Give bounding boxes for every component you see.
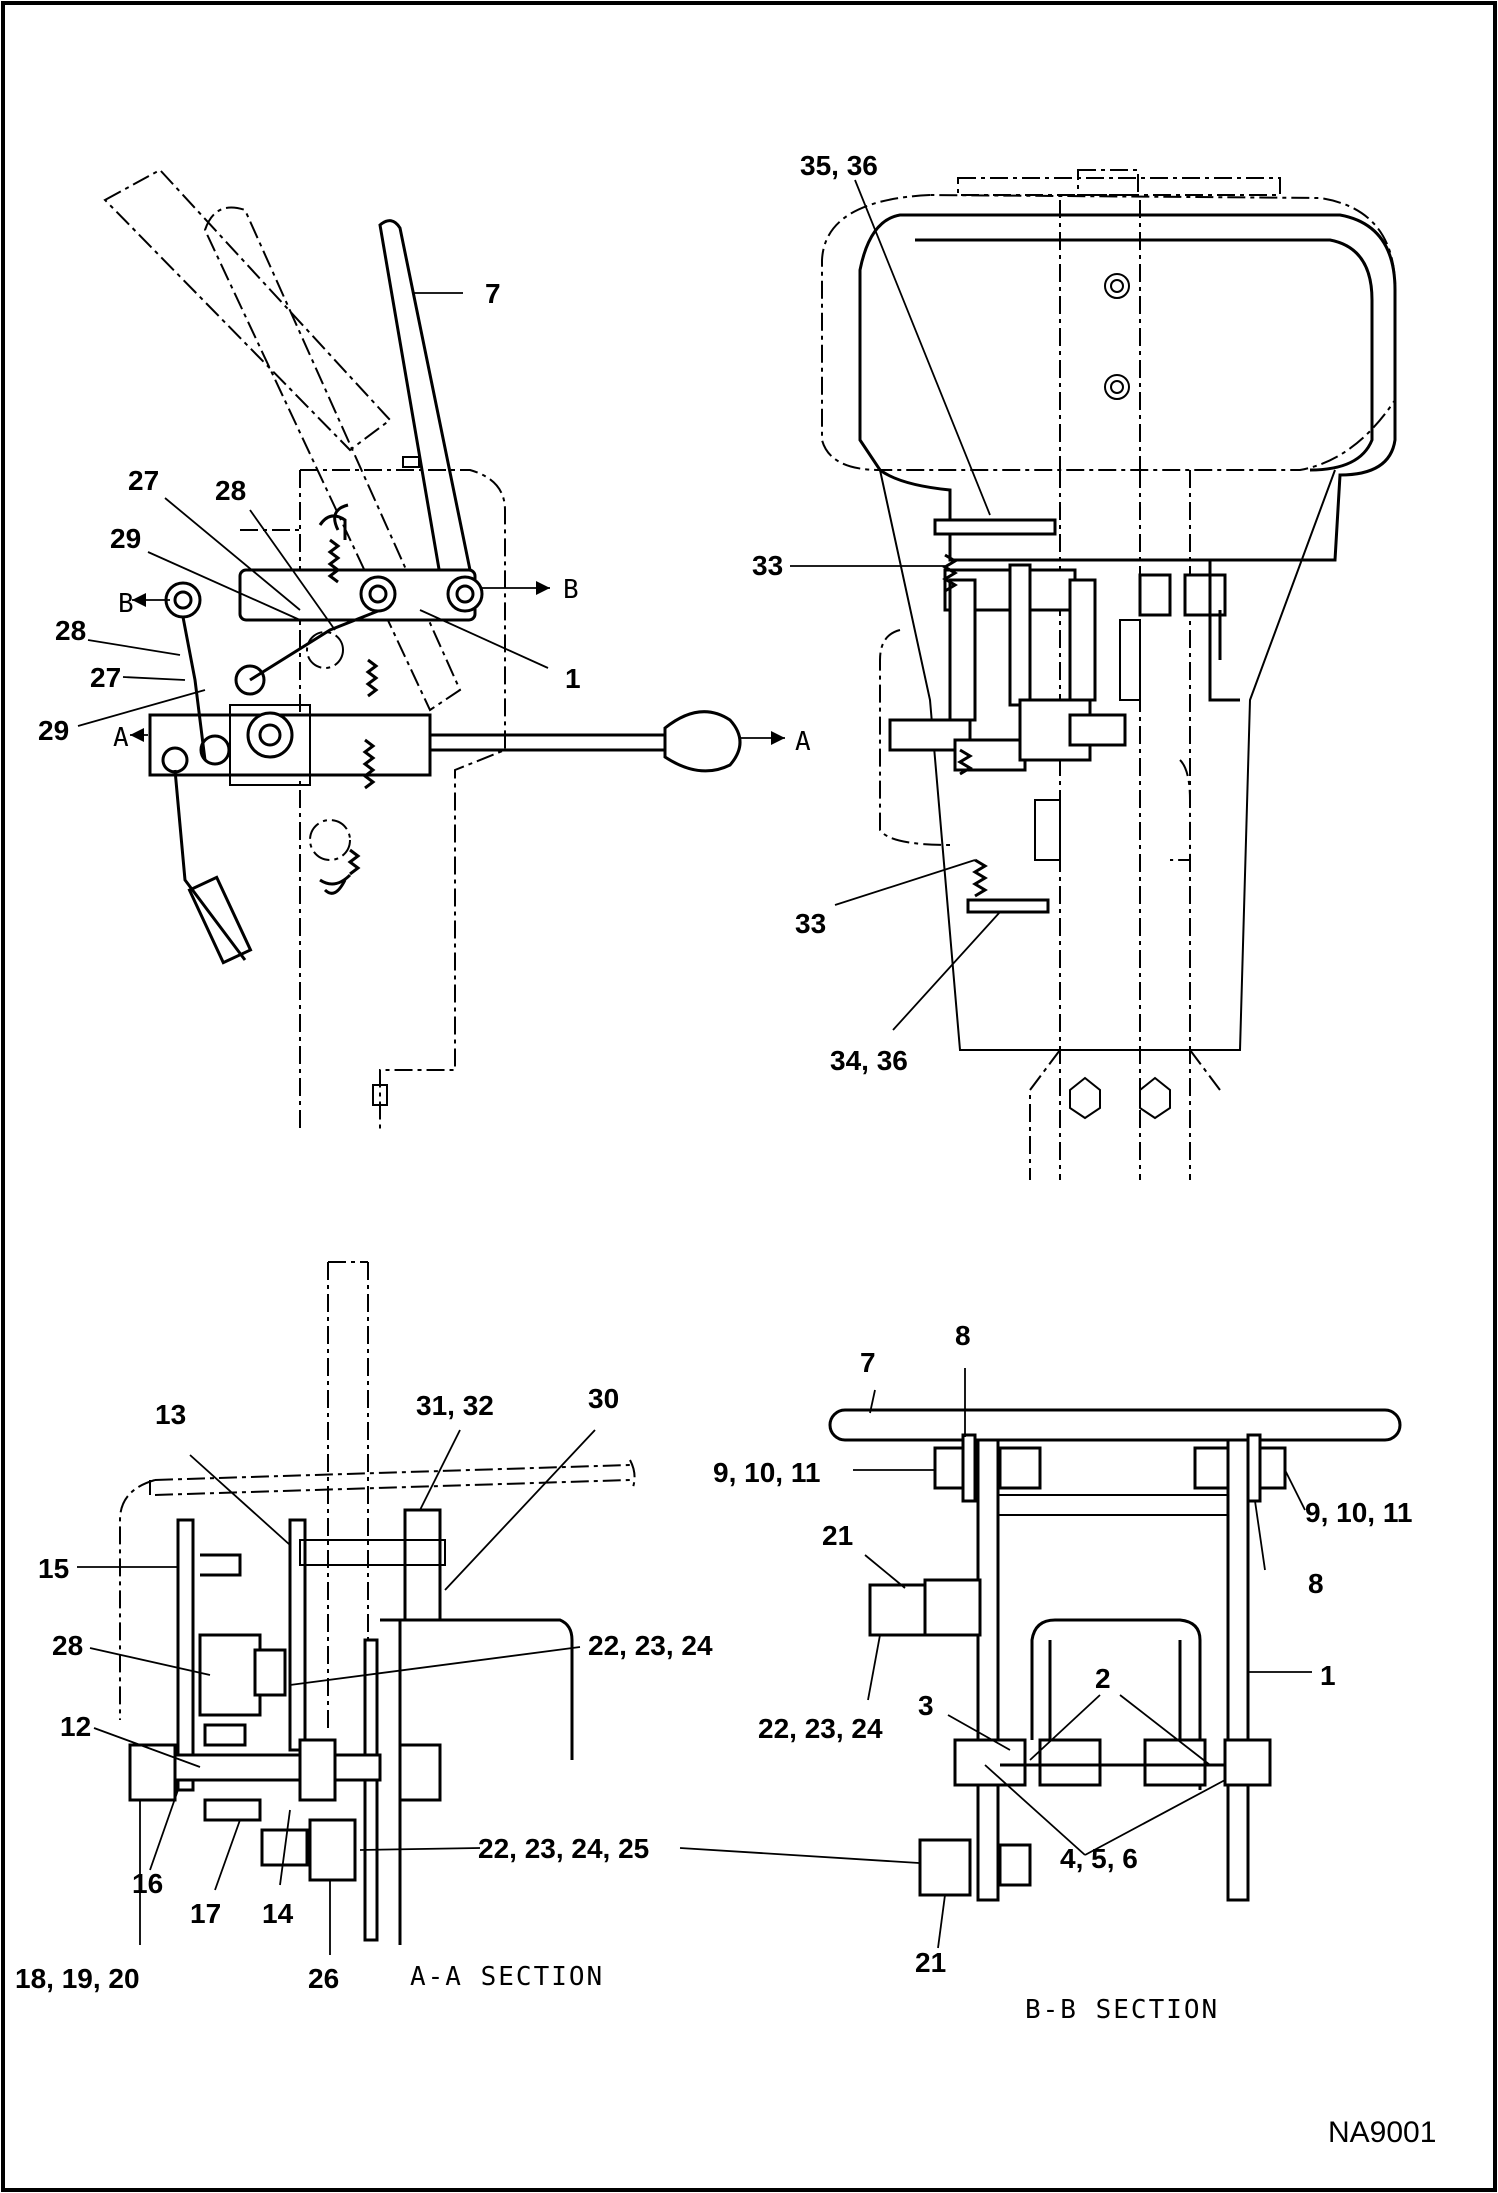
callout-2: 2 — [1095, 1663, 1111, 1694]
callout-16: 16 — [132, 1868, 163, 1899]
callout-22-23-24-bb: 22, 23, 24 — [758, 1713, 883, 1744]
callout-33a: 33 — [752, 550, 783, 581]
callout-27: 27 — [128, 465, 159, 496]
callout-28: 28 — [215, 475, 246, 506]
callout-34-36: 34, 36 — [830, 1045, 908, 1076]
callout-33b: 33 — [795, 908, 826, 939]
callout-17: 17 — [190, 1898, 221, 1929]
section-b-b-caption: B-B SECTION — [1025, 1995, 1219, 2025]
callout-21b: 21 — [915, 1947, 946, 1978]
callout-21a: 21 — [822, 1520, 853, 1551]
callout-30: 30 — [588, 1383, 619, 1414]
callout-13: 13 — [155, 1399, 186, 1430]
callout-18-19-20: 18, 19, 20 — [15, 1963, 140, 1994]
arrow-b-left-label: B — [118, 589, 136, 619]
callout-12: 12 — [60, 1711, 91, 1742]
arrow-a-left-label: A — [113, 723, 131, 753]
callout-35-36: 35, 36 — [800, 150, 878, 181]
callout-14: 14 — [262, 1898, 294, 1929]
callout-28-aa: 28 — [52, 1630, 83, 1661]
callout-8a: 8 — [955, 1320, 971, 1351]
callout-27b: 27 — [90, 662, 121, 693]
callout-1-bb: 1 — [1320, 1660, 1336, 1691]
section-b-b-view: 7 8 9, 10, 11 9, 10, 11 8 21 22, 23, 24 … — [713, 1320, 1412, 2025]
callout-4-5-6: 4, 5, 6 — [1060, 1843, 1138, 1874]
callout-9-10-11a: 9, 10, 11 — [713, 1457, 820, 1488]
section-a-a-caption: A-A SECTION — [410, 1962, 604, 1992]
callout-31-32: 31, 32 — [416, 1390, 494, 1421]
callout-29: 29 — [110, 523, 141, 554]
arrow-a-right-label: A — [795, 727, 813, 757]
callout-3: 3 — [918, 1690, 934, 1721]
lever-assembly-view: B B A A 7 27 28 29 1 28 27 29 — [38, 168, 813, 1130]
callout-7: 7 — [485, 278, 501, 309]
arrow-b-right-label: B — [563, 575, 581, 605]
callout-26: 26 — [308, 1963, 339, 1994]
callout-8b: 8 — [1308, 1568, 1324, 1599]
callout-29b: 29 — [38, 715, 69, 746]
callout-1: 1 — [565, 663, 581, 694]
document-id: NA9001 — [1328, 2116, 1436, 2149]
callout-22-23-24-aa: 22, 23, 24 — [588, 1630, 713, 1661]
callout-9-10-11b: 9, 10, 11 — [1305, 1497, 1412, 1528]
callout-15: 15 — [38, 1553, 69, 1584]
callout-7-bb: 7 — [860, 1347, 876, 1378]
console-view: 35, 36 33 33 34, 36 — [752, 150, 1397, 1180]
callout-28b: 28 — [55, 615, 86, 646]
section-a-a-view: 13 31, 32 30 15 28 22, 23, 24 12 16 17 1… — [15, 1261, 936, 1994]
callout-22-23-24-25: 22, 23, 24, 25 — [478, 1833, 649, 1864]
